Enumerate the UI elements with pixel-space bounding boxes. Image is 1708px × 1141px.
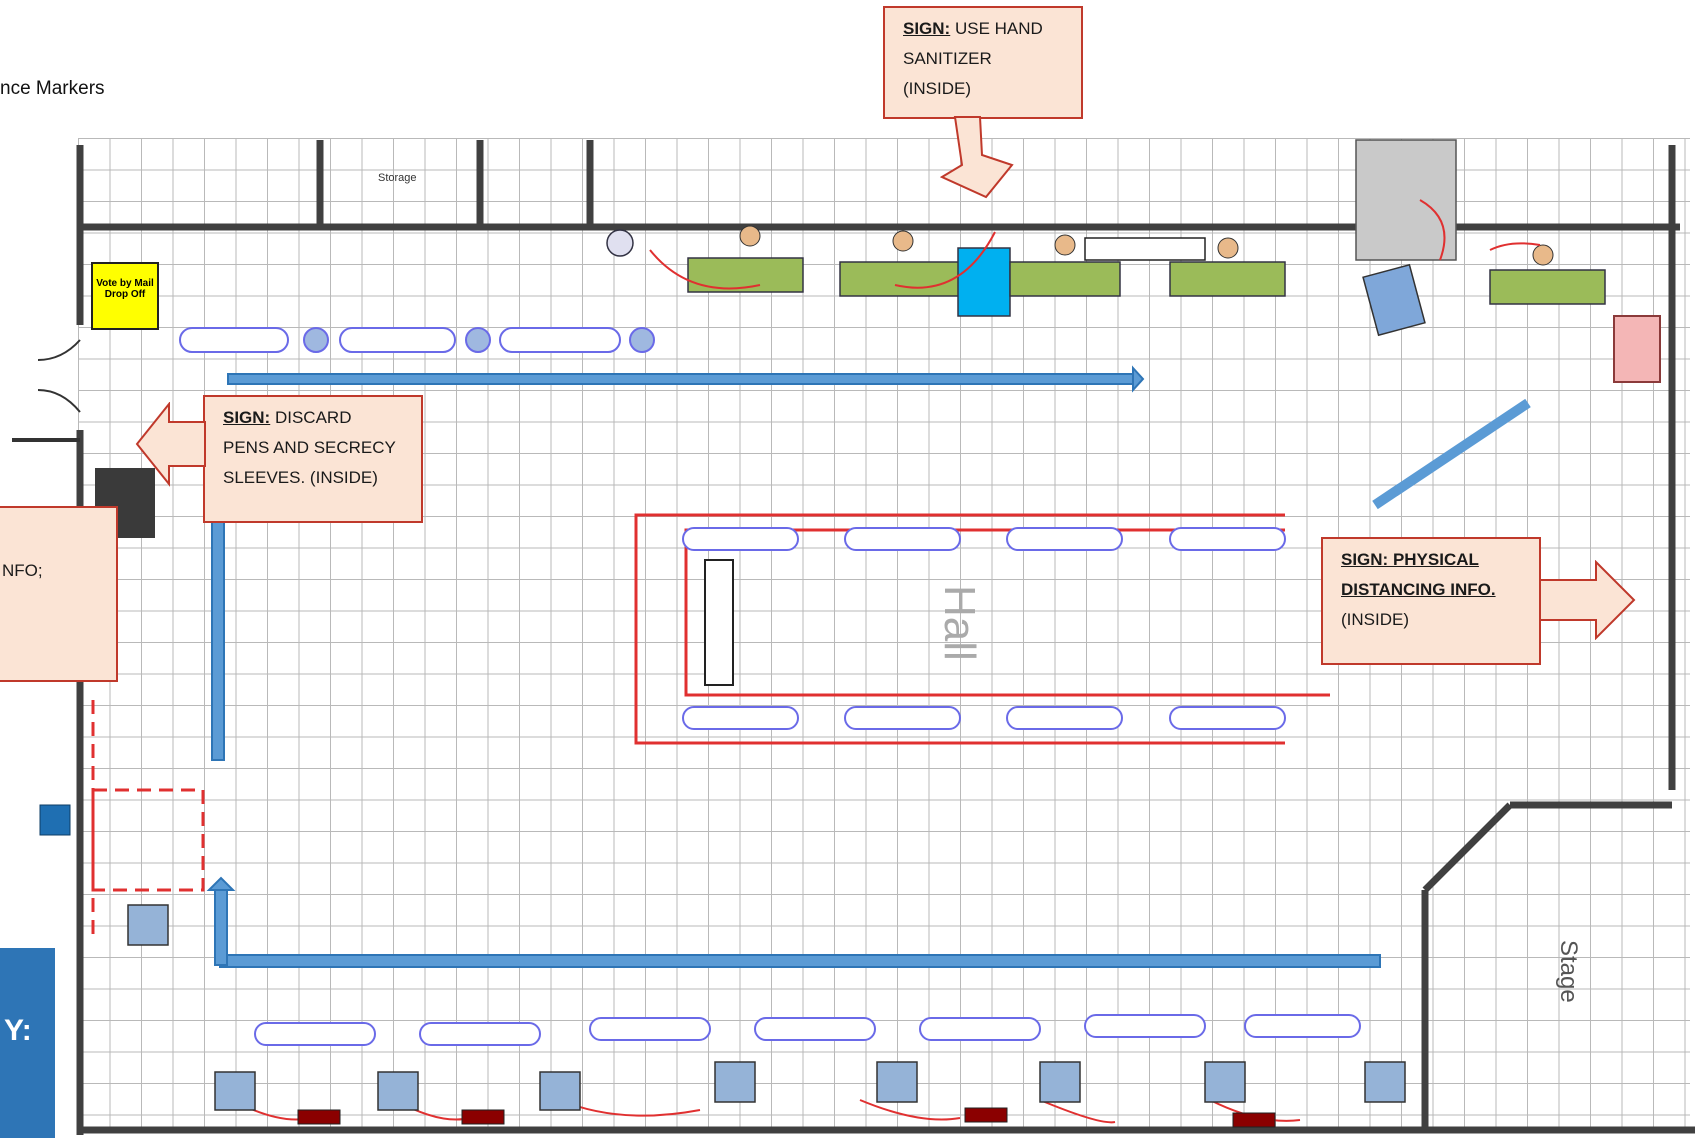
vote-by-mail-drop-off: Vote by Mail Drop Off	[91, 262, 159, 330]
stage-label: Stage	[1555, 940, 1582, 1003]
sign-title: SIGN: PHYSICAL	[1341, 550, 1479, 569]
ballot-tablet	[1362, 263, 1426, 337]
legend-box: Y:	[0, 948, 55, 1138]
voting-booths	[127, 904, 1406, 1111]
storage-label: Storage	[378, 172, 417, 184]
staff-avatars	[739, 225, 1554, 266]
sign-hand-sanitizer: SIGN: USE HAND SANITIZER (INSIDE)	[883, 6, 1083, 119]
accessibility-icon	[39, 804, 71, 836]
hall-queue	[682, 527, 1286, 730]
flow-arrows	[206, 365, 1531, 968]
provisional-ballot-box	[1613, 315, 1661, 383]
power-strips	[297, 1107, 1276, 1128]
ballot-station	[1355, 139, 1457, 261]
sign-title: SIGN:	[903, 19, 951, 38]
entrance-door	[12, 339, 81, 442]
bottom-queue	[254, 1014, 1361, 1046]
hall-rails	[634, 513, 1330, 745]
accessible-zone	[91, 700, 205, 935]
hall-table	[704, 559, 734, 686]
sign-discard-pens: SIGN: DISCARD PENS AND SECRECY SLEEVES. …	[203, 395, 423, 523]
arrow-physical-distancing	[1539, 560, 1636, 640]
page-caption: nce Markers	[0, 78, 105, 99]
hall-label: Hall	[935, 585, 984, 661]
arrow-hand-sanitizer	[940, 116, 1014, 199]
upper-queue	[179, 327, 655, 353]
sign-left-partial: NFO;	[0, 506, 118, 682]
arrow-discard-pens	[135, 402, 206, 487]
sign-physical-distancing: SIGN: PHYSICAL DISTANCING INFO. (INSIDE)	[1321, 537, 1541, 665]
sign-title: SIGN:	[223, 408, 271, 427]
